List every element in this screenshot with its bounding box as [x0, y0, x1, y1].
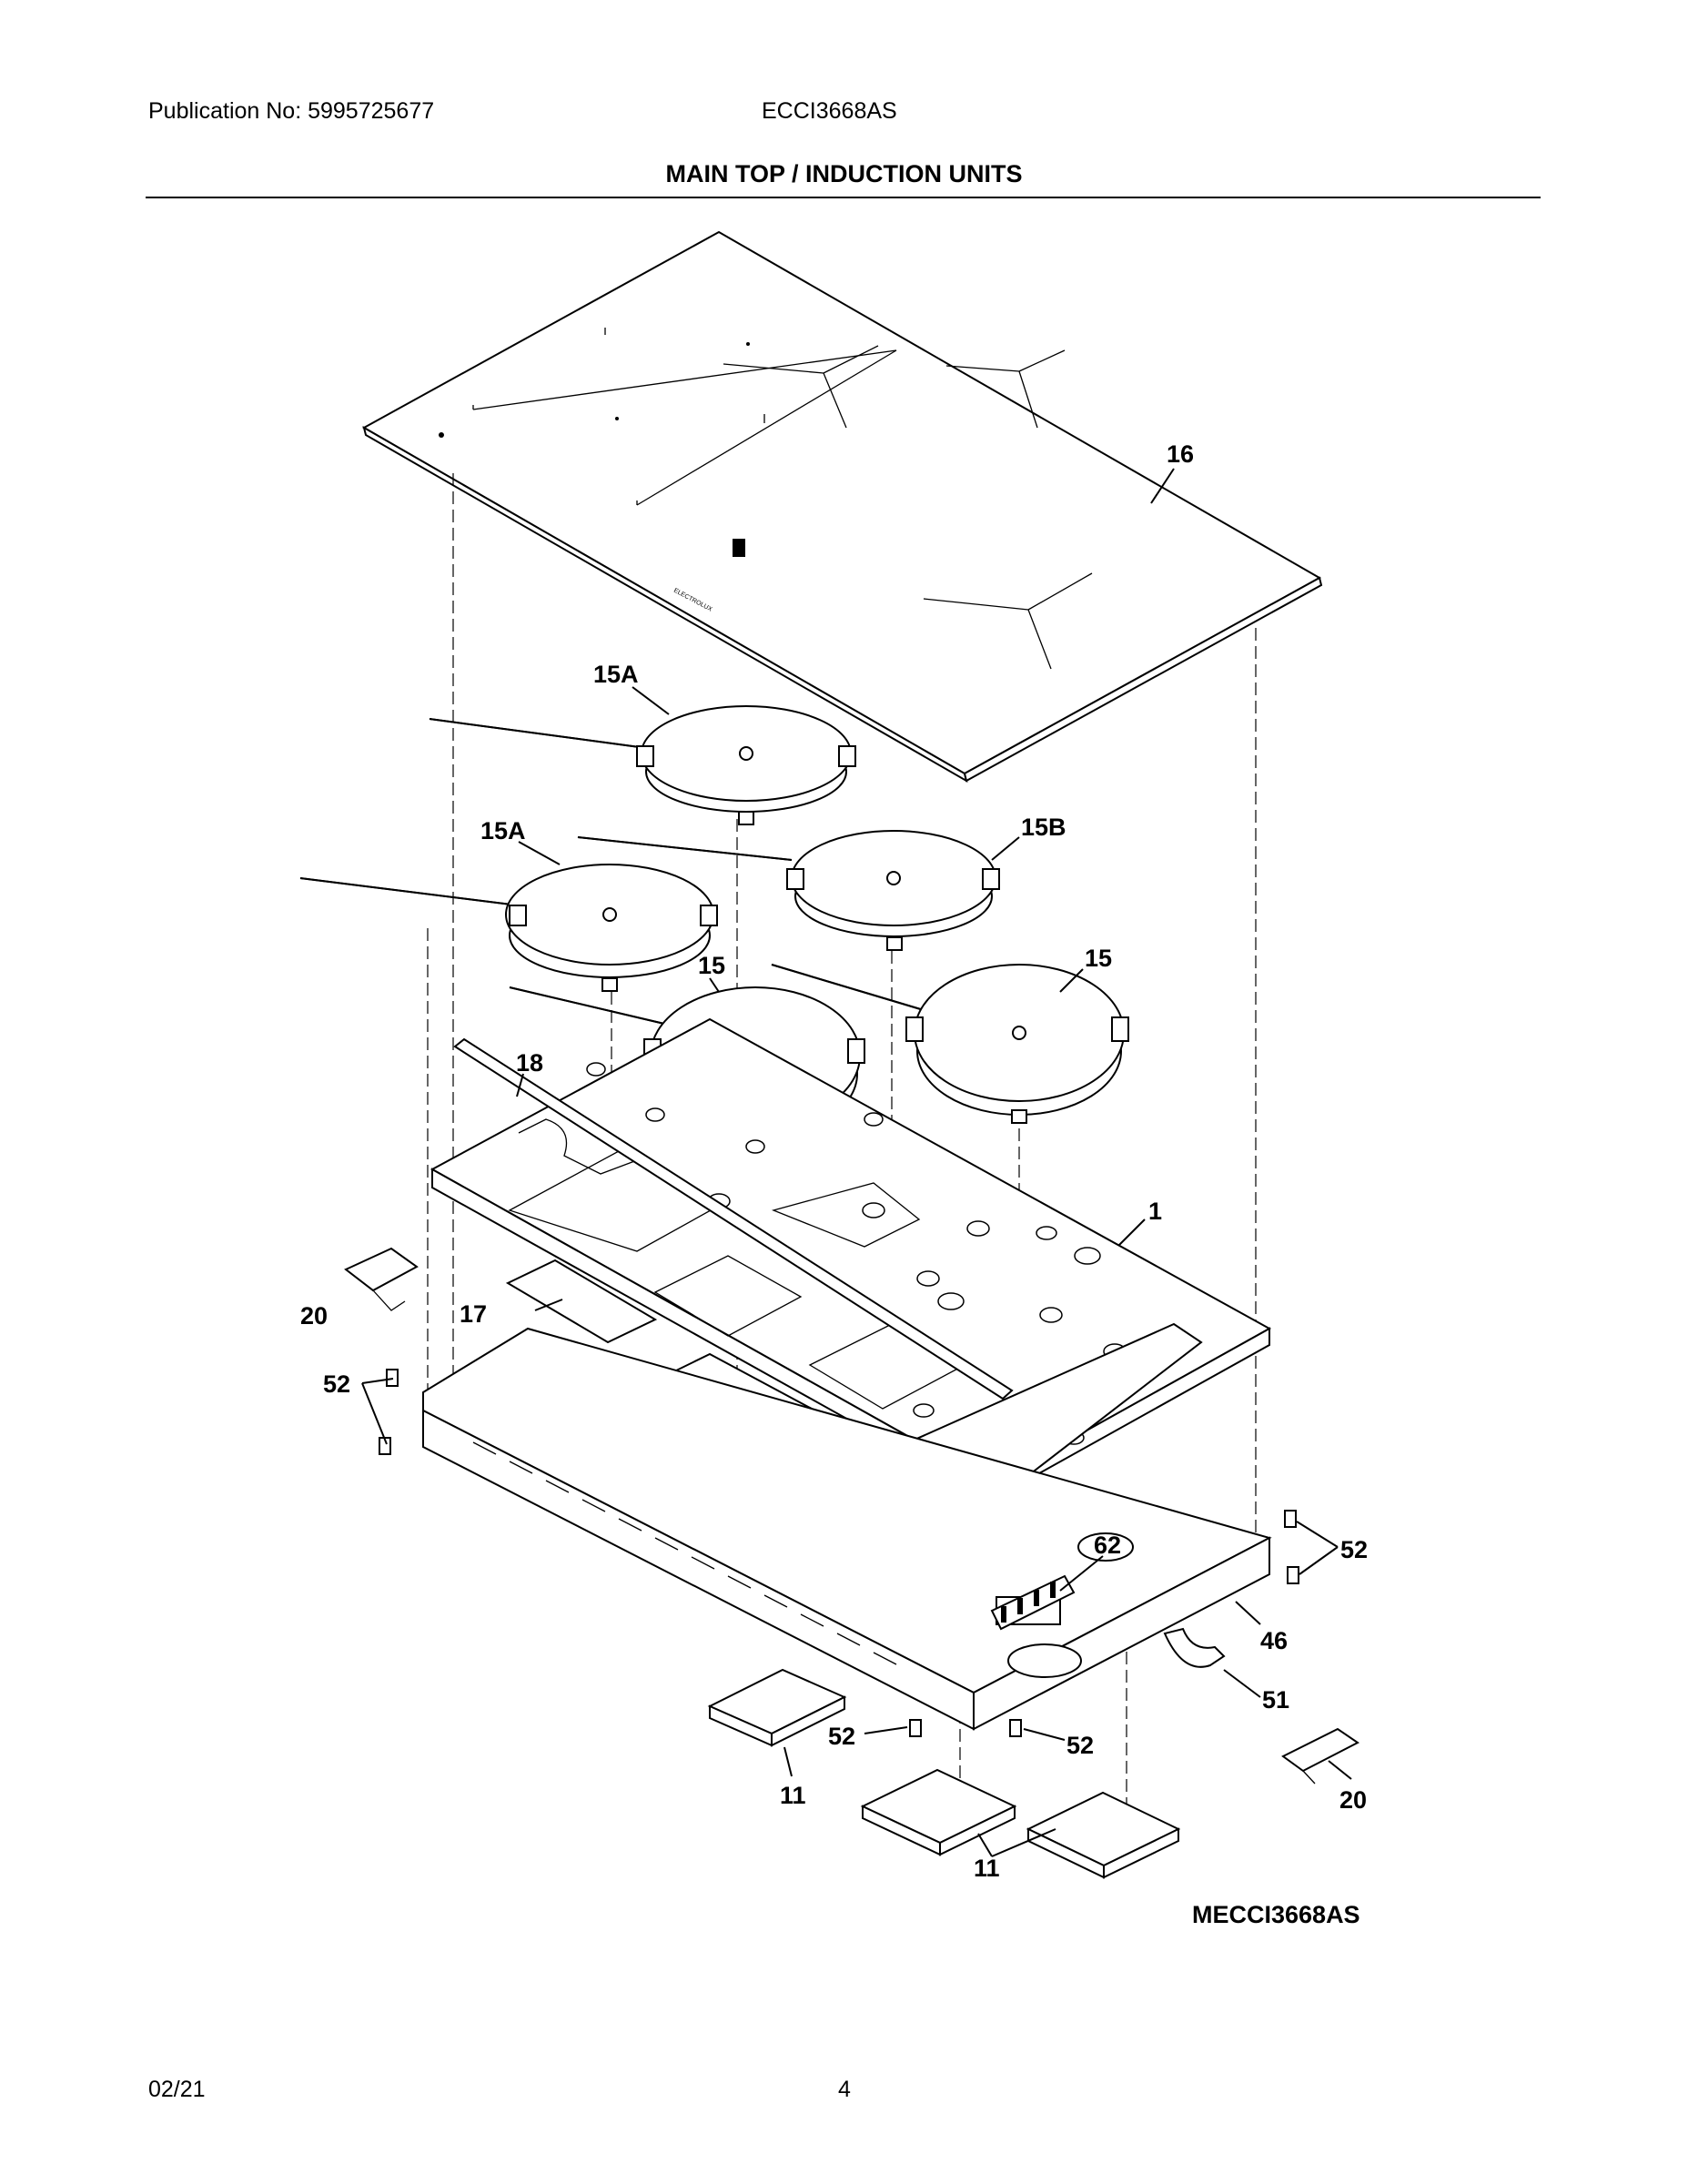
- callout-11-left: 11: [780, 1782, 806, 1809]
- callout-18: 18: [516, 1049, 543, 1077]
- callout-52-right: 52: [1340, 1536, 1368, 1563]
- callout-1: 1: [1148, 1198, 1162, 1225]
- callout-15-center: 15: [698, 952, 725, 979]
- glass-cooktop-part-16[interactable]: ELECTROLUX: [361, 230, 1323, 784]
- callout-11-bottom: 11: [974, 1855, 1000, 1882]
- clip-part-52-bottom-left[interactable]: [909, 1719, 922, 1737]
- terminal-block-part-62[interactable]: [990, 1574, 1076, 1631]
- callout-52-bottom-left: 52: [828, 1723, 855, 1750]
- mounting-bracket-part-11-right[interactable]: [1026, 1791, 1181, 1879]
- callout-20-right: 20: [1339, 1786, 1367, 1814]
- induction-coil-15a-top[interactable]: [429, 705, 856, 825]
- page-number: 4: [838, 2077, 851, 2102]
- mounting-bracket-part-11-left[interactable]: [707, 1668, 847, 1747]
- publication-number: Publication No: 5995725677: [148, 98, 435, 124]
- leader-lines: [361, 468, 1352, 1857]
- callout-17: 17: [460, 1300, 487, 1328]
- foot-part-20-left[interactable]: [344, 1247, 419, 1311]
- trim-strip-part-18[interactable]: [453, 1037, 1014, 1400]
- callout-62: 62: [1094, 1532, 1121, 1559]
- foot-part-20-right[interactable]: [1281, 1727, 1359, 1785]
- callout-46: 46: [1260, 1627, 1288, 1654]
- callout-52-bottom-right: 52: [1066, 1732, 1094, 1759]
- callout-16: 16: [1167, 440, 1194, 468]
- model-number: ECCI3668AS: [762, 98, 897, 124]
- clip-part-52-left[interactable]: [379, 1369, 399, 1455]
- mounting-bracket-part-11-center[interactable]: [860, 1768, 1017, 1856]
- induction-coil-15a-left[interactable]: [299, 864, 718, 992]
- callout-52-left: 52: [323, 1370, 350, 1398]
- drawing-code: MECCI3668AS: [1192, 1901, 1360, 1928]
- callout-20-left: 20: [300, 1302, 328, 1330]
- strain-relief-bracket-part-51[interactable]: [1163, 1627, 1226, 1668]
- header-rule: [146, 197, 1541, 198]
- publication-date: 02/21: [148, 2077, 206, 2102]
- induction-coil-15b[interactable]: [577, 830, 1000, 951]
- clip-part-52-bottom-right[interactable]: [1009, 1719, 1022, 1737]
- callout-51: 51: [1262, 1686, 1289, 1714]
- clip-part-52-right[interactable]: [1284, 1510, 1299, 1584]
- page-title: MAIN TOP / INDUCTION UNITS: [665, 160, 1023, 187]
- callout-15-right: 15: [1085, 945, 1112, 972]
- callout-15b: 15B: [1021, 814, 1066, 841]
- callout-15a-top: 15A: [593, 661, 639, 688]
- callout-15a-left: 15A: [480, 817, 526, 844]
- induction-coil-15-right[interactable]: [771, 964, 1129, 1124]
